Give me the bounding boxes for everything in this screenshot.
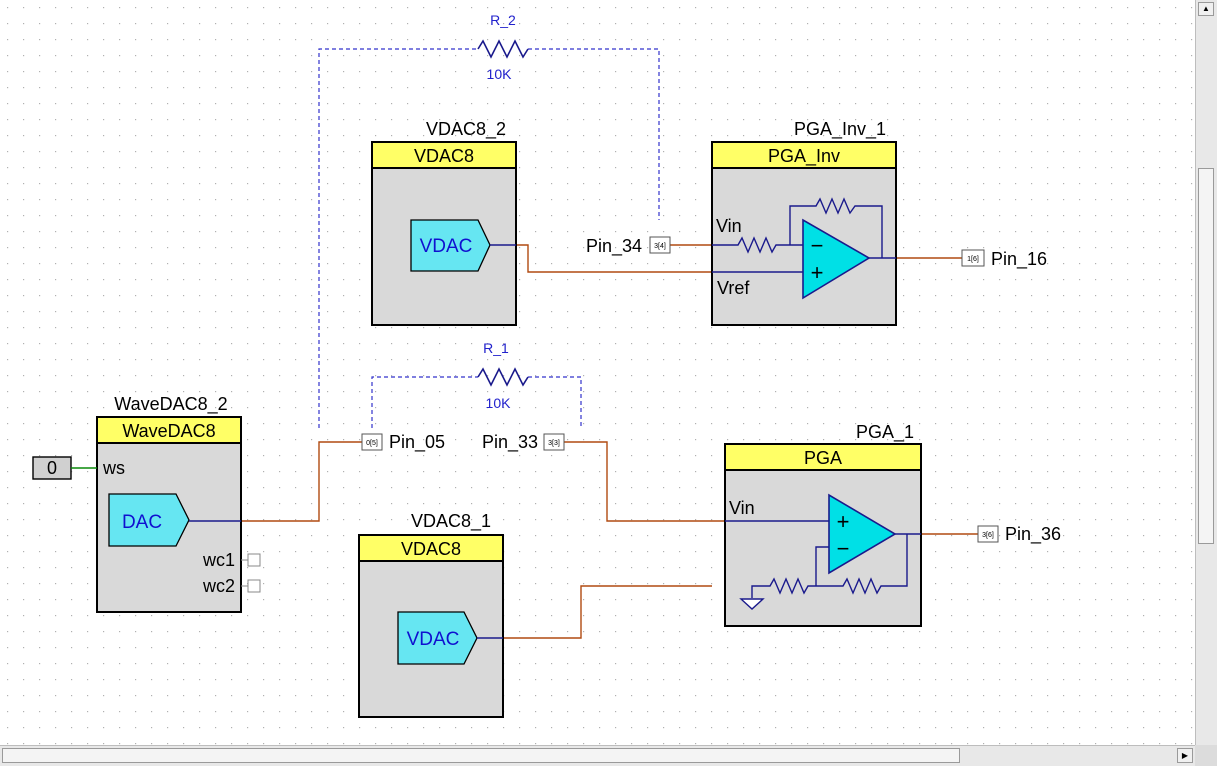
pin-05-port-box: [361, 433, 383, 451]
wavedac8-2-symbol: [108, 493, 190, 547]
component-wavedac8-2[interactable]: WaveDAC8_2 WaveDAC8 ws DAC wc1 wc2: [96, 394, 261, 613]
pga-inv-1-opamp: [802, 218, 871, 300]
wavedac8-2-instance-name: WaveDAC8_2: [114, 394, 227, 415]
resistor-r1[interactable]: R_1 10K: [477, 340, 529, 411]
wavedac8-2-header: [96, 416, 242, 444]
vdac8-2-symbol: [410, 219, 491, 272]
pin-16[interactable]: 1[6] Pin_16: [961, 249, 1047, 270]
pga-inv-1-feedback-resistor: [789, 197, 883, 258]
scroll-up-arrow-icon[interactable]: ▲: [1198, 2, 1214, 16]
pga-inv-1-minus: −: [811, 233, 824, 258]
resistor-r2[interactable]: R_2 10K: [477, 12, 529, 82]
r2-link-right[interactable]: [528, 48, 660, 220]
vdac8-1-header: [358, 534, 504, 562]
resistor-r2-symbol: [477, 39, 529, 59]
pin-05-name: Pin_05: [389, 432, 445, 453]
pga-1-feedback-tap: [815, 546, 829, 586]
pin-36-port: 3[6]: [982, 532, 994, 539]
resistor-r1-symbol: [477, 367, 529, 387]
component-vdac8-2[interactable]: VDAC8_2 VDAC8 VDAC: [371, 119, 517, 326]
pga-1-opamp: [828, 493, 897, 575]
horizontal-scrollbar[interactable]: ▶: [0, 745, 1195, 766]
vdac8-1-type: VDAC8: [401, 539, 461, 559]
scrollbar-corner: [1195, 745, 1217, 766]
component-pga-1[interactable]: PGA_1 PGA Vin + −: [724, 422, 922, 627]
pin-16-name: Pin_16: [991, 249, 1047, 270]
pga-1-plus: +: [837, 509, 850, 534]
component-pga-inv-1[interactable]: PGA_Inv_1 PGA_Inv Vin Vref − +: [711, 119, 897, 326]
pga-inv-1-instance-name: PGA_Inv_1: [794, 119, 886, 140]
vdac8-1-symbol-label: VDAC: [407, 629, 460, 650]
vdac8-1-instance-name: VDAC8_1: [411, 511, 491, 532]
horizontal-scroll-thumb[interactable]: [2, 748, 960, 763]
wire-vdac1-to-pga-ref[interactable]: [502, 585, 712, 639]
wavedac8-2-wc2-terminal[interactable]: [247, 579, 261, 593]
constant-zero-value: 0: [47, 458, 57, 478]
wire-pin33-to-pga-vin[interactable]: [564, 441, 725, 522]
wavedac8-2-wc1-terminal[interactable]: [247, 553, 261, 567]
resistor-r2-value: 10K: [487, 66, 513, 82]
schematic-canvas[interactable]: R_2 10K R_1 10K VDAC8_2 VDAC8 VDAC PGA_I…: [0, 0, 1195, 745]
resistor-r2-name: R_2: [490, 12, 516, 28]
vdac8-2-symbol-label: VDAC: [420, 236, 473, 257]
analog-links: [318, 48, 660, 428]
pin-33-port-box: [543, 433, 565, 451]
pga-1-type: PGA: [804, 448, 842, 468]
vdac8-2-type: VDAC8: [414, 146, 474, 166]
r2-link-left[interactable]: [318, 48, 478, 428]
pin-34-name: Pin_34: [586, 236, 642, 257]
resistor-r1-value: 10K: [486, 395, 512, 411]
pga-1-vin-label: Vin: [729, 498, 755, 518]
pin-34-port-box: [649, 236, 671, 254]
pin-33[interactable]: Pin_33 3[3]: [482, 432, 565, 453]
pga-inv-1-input-resistor: [712, 236, 803, 254]
component-vdac8-1[interactable]: VDAC8_1 VDAC8 VDAC: [358, 511, 504, 718]
resistor-r1-name: R_1: [483, 340, 509, 356]
pga-inv-1-type: PGA_Inv: [768, 146, 840, 167]
pin-36-port-box: [977, 525, 999, 543]
constant-zero[interactable]: 0: [32, 456, 97, 480]
pga-1-instance-name: PGA_1: [856, 422, 914, 443]
pin-34[interactable]: Pin_34 3[4]: [586, 236, 671, 257]
wavedac8-2-ws-label: ws: [102, 458, 125, 478]
vertical-scroll-thumb[interactable]: [1198, 168, 1214, 544]
wire-wavedac-to-pin05[interactable]: [241, 441, 362, 522]
pin-05-port: 0[5]: [366, 440, 378, 447]
wavedac8-2-wc1-label: wc1: [202, 550, 235, 570]
wavedac8-2-type: WaveDAC8: [122, 421, 215, 441]
pin-36-name: Pin_36: [1005, 524, 1061, 545]
scroll-right-arrow-icon[interactable]: ▶: [1177, 748, 1193, 763]
pin-33-port: 3[3]: [548, 440, 560, 447]
pga-inv-1-vin-label: Vin: [716, 216, 742, 236]
r1-link-right[interactable]: [528, 376, 582, 428]
r1-link-left[interactable]: [371, 376, 478, 428]
pga-1-gain-network: [751, 534, 908, 598]
grid-background: [0, 0, 1195, 745]
pin-16-port-box: [961, 249, 985, 267]
pin-34-port: 3[4]: [654, 243, 666, 250]
pin-16-port: 1[6]: [967, 256, 979, 263]
vertical-scrollbar[interactable]: ▲: [1195, 0, 1217, 745]
pin-05[interactable]: 0[5] Pin_05: [361, 432, 445, 453]
pga-inv-1-plus: +: [811, 260, 824, 285]
pga-inv-1-vref-label: Vref: [717, 278, 750, 298]
vdac8-2-instance-name: VDAC8_2: [426, 119, 506, 140]
pga-1-minus: −: [837, 536, 850, 561]
wavedac8-2-wc2-label: wc2: [202, 576, 235, 596]
pga-inv-1-header: [711, 141, 897, 169]
pin-36[interactable]: 3[6] Pin_36: [977, 524, 1061, 545]
pin-33-name: Pin_33: [482, 432, 538, 453]
wires: [241, 244, 978, 639]
vdac8-2-header: [371, 141, 517, 169]
pga-1-ground-symbol: [739, 598, 765, 610]
pga-1-header: [724, 443, 922, 471]
wavedac8-2-symbol-label: DAC: [122, 512, 162, 533]
vdac8-1-symbol: [397, 611, 478, 665]
